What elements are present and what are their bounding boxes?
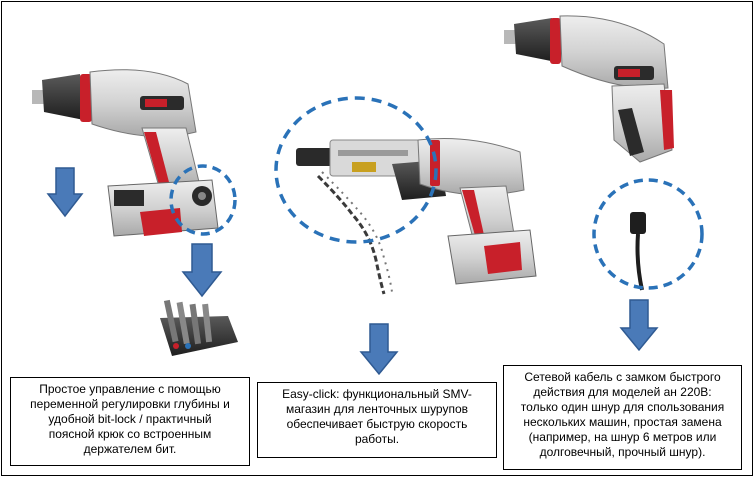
caption-line: магазин для ленточных шурупов (285, 402, 469, 416)
red-ring (80, 74, 92, 122)
caption-line: (например, на шнур 6 метров или (528, 430, 717, 444)
caption-line: долговечный, прочный шнур). (539, 445, 706, 459)
cable-lock (630, 212, 646, 234)
brand-logo (145, 99, 167, 107)
caption-line: Easy-click: функциональный SMV- (282, 387, 472, 401)
bit-holder-image (160, 299, 238, 356)
down-arrow-icon (359, 323, 399, 376)
caption-line: действия для моделей ан 220В: (533, 385, 712, 399)
trigger (144, 132, 170, 188)
power-cable (635, 233, 644, 291)
magazine-nose (296, 148, 336, 166)
caption-depth-adjustment: Простое управление с помощью переменной … (10, 377, 250, 466)
screw-strip (316, 174, 386, 295)
battery-label (114, 190, 144, 206)
caption-line: Сетевой кабель с замком быстрого (524, 370, 721, 384)
down-arrow-icon (181, 243, 223, 298)
caption-line: работы. (354, 432, 400, 446)
caption-line: держателем бит. (83, 442, 177, 456)
down-arrow-icon (619, 299, 659, 352)
caption-line: поясной крюк со встроенным (48, 427, 212, 441)
bit-tip-3 (504, 30, 516, 44)
highlight-circle-icon (274, 96, 438, 244)
bit-tip (32, 90, 44, 104)
magazine-screwdriver-image (296, 138, 537, 295)
battery-red-panel (140, 208, 182, 236)
caption-line: Простое управление с помощью (39, 382, 221, 396)
corded-screwdriver-image (504, 15, 674, 291)
highlight-circle-icon (169, 164, 237, 236)
caption-line: удобной bit-lock / практичный (48, 412, 212, 426)
down-arrow-icon (46, 167, 84, 218)
motor-housing-2 (417, 138, 525, 196)
caption-magazine: Easy-click: функциональный SMV- магазин … (257, 382, 497, 458)
caption-line: только один шнур для спользования (520, 400, 725, 414)
highlight-circle-icon (592, 178, 704, 290)
depth-nose (42, 74, 84, 120)
caption-line: переменной регулировки глубины и (30, 397, 230, 411)
cordless-screwdriver-image (32, 69, 219, 237)
caption-line: обеспечивает быструю скорость (286, 417, 468, 431)
caption-line: нескольких машин, простая замена (523, 415, 722, 429)
caption-power-cable: Сетевой кабель с замком быстрого действи… (503, 365, 742, 470)
